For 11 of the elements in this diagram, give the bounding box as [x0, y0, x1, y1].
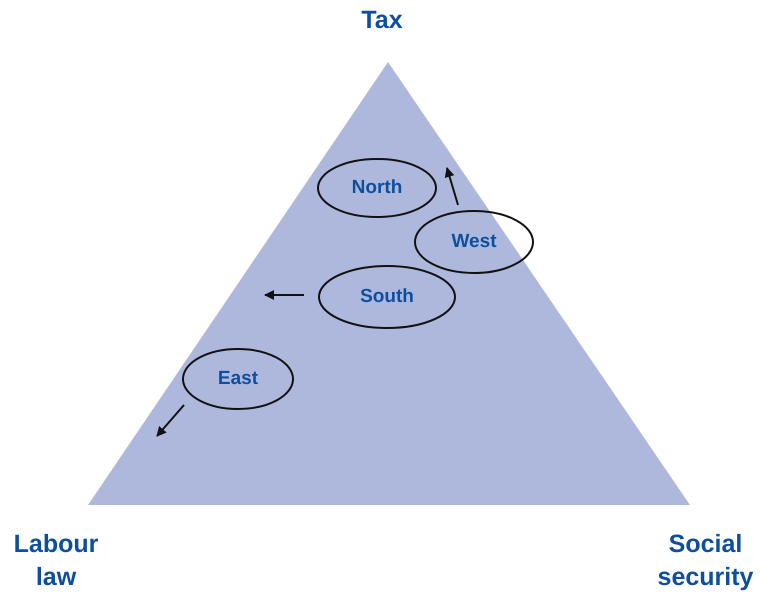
ellipse-node [318, 265, 456, 329]
corner-label: Social security [656, 529, 754, 593]
corner-label: Tax [360, 5, 404, 36]
node-label: North [352, 177, 402, 199]
ellipse-node [414, 210, 534, 274]
node-label: South [360, 286, 414, 308]
node-label: East [218, 368, 258, 390]
ellipse-node [182, 348, 294, 410]
ellipse-node [317, 158, 437, 218]
corner-label: Labour law [12, 529, 100, 593]
node-label: West [451, 231, 497, 253]
